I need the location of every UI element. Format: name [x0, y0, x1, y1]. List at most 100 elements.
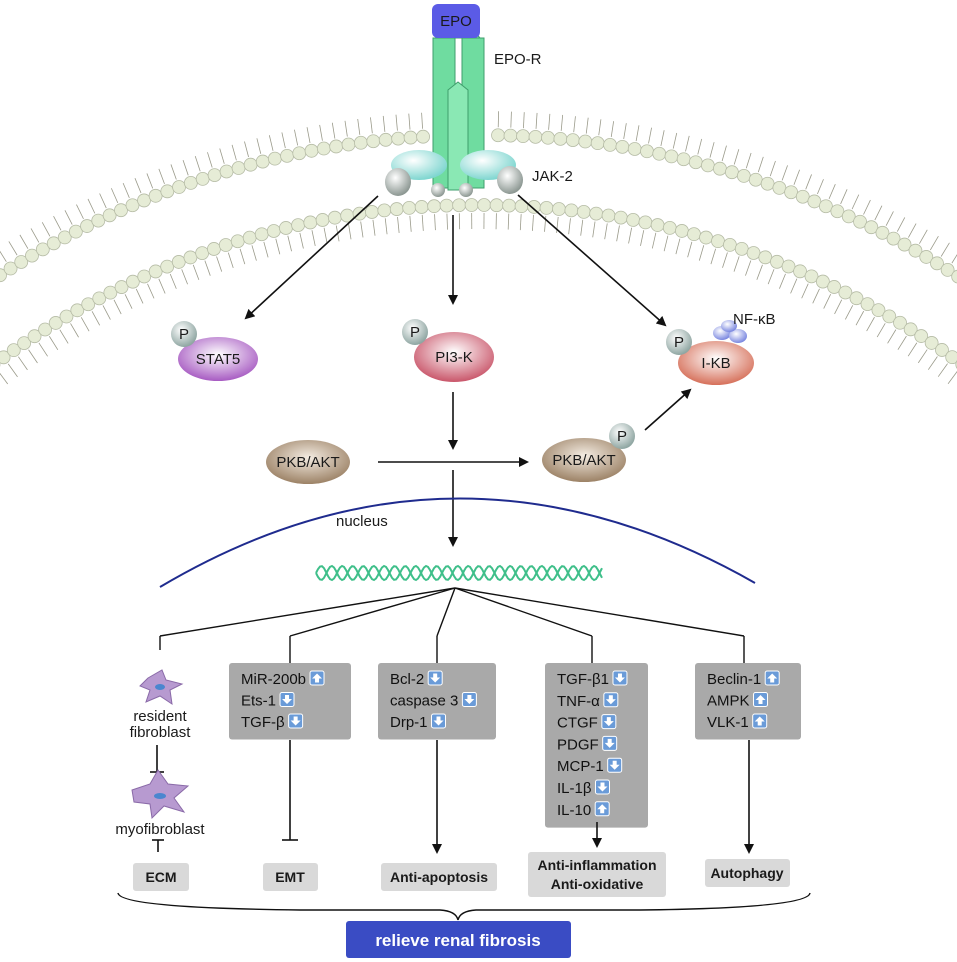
lipid-tail	[519, 214, 522, 231]
lipid-tail	[663, 235, 669, 252]
lipid-tail	[874, 205, 883, 221]
lipid-tail	[937, 363, 948, 377]
lipid-tail	[192, 264, 200, 281]
lipid-head	[207, 168, 222, 183]
lipid-head	[243, 157, 258, 172]
lipid-head	[254, 227, 269, 242]
lipid-head	[864, 220, 879, 235]
svg-text:PI3-K: PI3-K	[435, 349, 473, 366]
arrow-down-icon	[461, 692, 477, 707]
lipid-head	[464, 198, 479, 212]
svg-text:EMT: EMT	[275, 869, 305, 885]
arrow-to-stat5	[244, 195, 379, 320]
lipid-head	[758, 250, 773, 265]
lipid-head	[565, 133, 580, 147]
lipid-head	[795, 189, 810, 204]
lipid-head	[640, 144, 654, 159]
lipid-tail	[231, 144, 237, 161]
lipid-tail	[628, 227, 633, 244]
lipid-head	[489, 198, 504, 213]
lipid-head	[662, 220, 677, 235]
lipid-tail	[38, 342, 48, 357]
lipid-head	[770, 254, 784, 269]
lipid-head	[838, 285, 853, 300]
lipid-head	[699, 230, 713, 245]
lipid-head	[676, 152, 691, 167]
lipid-head	[389, 202, 404, 216]
lipid-head	[491, 128, 505, 143]
inhibit-resident-to-myo	[150, 745, 164, 773]
svg-text:P: P	[674, 334, 684, 351]
lipid-tail	[409, 215, 412, 232]
lipid-tail	[147, 283, 155, 299]
arrow-down-icon	[288, 713, 304, 729]
lipid-tail	[216, 256, 223, 272]
lipid-tail	[675, 238, 681, 255]
lipid-head	[183, 175, 198, 190]
lipid-tail	[876, 323, 886, 338]
arrow-down-icon	[427, 670, 443, 686]
lipid-head	[125, 198, 140, 213]
lipid-tail	[844, 305, 854, 320]
lipid-head	[48, 316, 63, 330]
lipid-head	[3, 261, 18, 276]
lipid-head	[160, 259, 175, 274]
lipid-head	[327, 210, 342, 225]
svg-text:Anti-oxidative: Anti-oxidative	[551, 876, 644, 892]
lipid-head	[195, 246, 210, 260]
lipid-head	[940, 262, 955, 277]
arrow-akt-to-ikb	[644, 388, 692, 431]
lipid-tail	[59, 329, 69, 344]
lipid-head	[700, 158, 715, 173]
lipid-tail	[182, 160, 189, 176]
lipid-tail	[896, 217, 906, 232]
lipid-tail	[227, 252, 234, 268]
svg-text:PKB/AKT: PKB/AKT	[276, 454, 339, 471]
lipid-tail	[311, 230, 316, 247]
lipid-head	[183, 250, 198, 265]
lipid-head	[711, 234, 725, 249]
lipid-tail	[927, 356, 938, 370]
phospho-pi3k: P	[402, 319, 428, 345]
lipid-tail	[207, 152, 213, 168]
lipid-tail	[446, 213, 448, 230]
marker-item: MCP-1	[557, 758, 604, 775]
final-result: relieve renal fibrosis	[346, 921, 571, 958]
svg-text:I-KB: I-KB	[701, 355, 730, 372]
lipid-tail	[623, 123, 627, 140]
lipid-tail	[70, 323, 79, 338]
lipid-head	[366, 134, 381, 149]
lipid-tail	[745, 152, 752, 169]
lipid-head	[860, 297, 875, 312]
lipid-head	[723, 238, 737, 252]
lipid-head	[207, 242, 221, 256]
lipid-head	[748, 172, 763, 187]
lipid-tail	[18, 356, 28, 371]
arrow-down-icon	[594, 779, 610, 795]
svg-text:P: P	[617, 428, 627, 445]
lipid-tail	[263, 241, 269, 258]
lipid-head	[137, 193, 151, 208]
lipid-head	[804, 269, 819, 284]
lipid-tail	[919, 229, 928, 244]
lipid-head	[528, 129, 543, 144]
lipid-tail	[41, 222, 51, 237]
jak2-complex	[385, 150, 523, 197]
lipid-head	[255, 154, 270, 169]
lipid-tail	[370, 117, 373, 134]
lipid-tail	[372, 219, 376, 236]
lipid-head	[416, 129, 430, 144]
lipid-head	[589, 206, 604, 221]
ikb-node: I-KB P NF-κB	[666, 311, 776, 385]
dna-strand	[315, 564, 603, 582]
lipid-tail	[251, 245, 257, 261]
lipid-head	[541, 130, 555, 145]
marker-item: TGF-β	[241, 714, 285, 731]
svg-text:EPO: EPO	[440, 13, 472, 30]
lipid-tail	[908, 223, 917, 238]
lipid-tail	[535, 112, 538, 129]
svg-text:Anti-inflammation: Anti-inflammation	[538, 857, 657, 873]
lipid-head	[403, 130, 418, 145]
outcome-connectors	[282, 740, 754, 854]
lipid-head	[160, 184, 175, 199]
